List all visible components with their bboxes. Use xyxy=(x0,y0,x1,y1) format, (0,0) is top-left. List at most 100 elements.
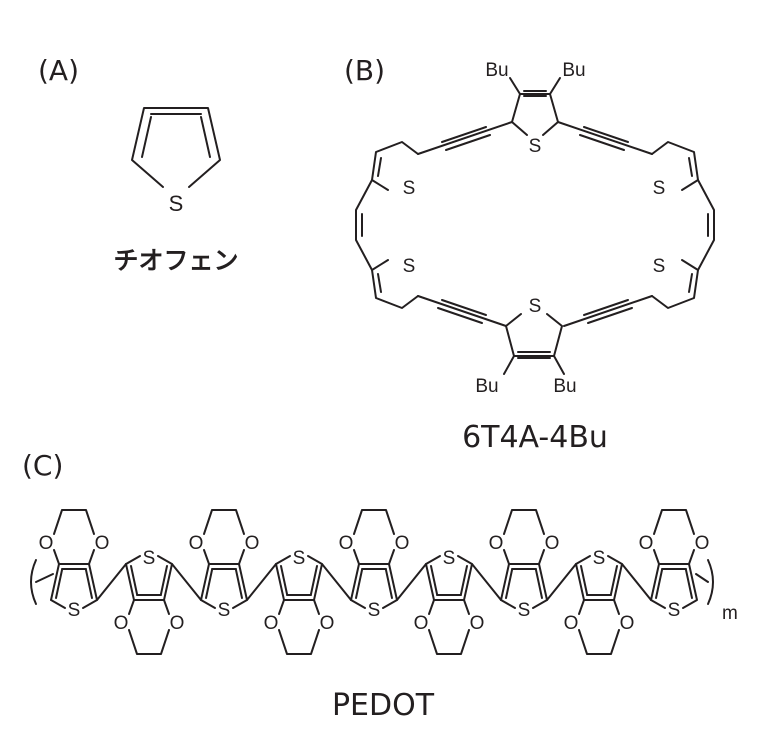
chemical-bond xyxy=(55,569,63,599)
oxygen-atom: O xyxy=(695,533,710,554)
butyl-label: Bu xyxy=(562,60,585,81)
chemical-bond xyxy=(613,599,620,615)
sulfur-atom: S xyxy=(368,600,381,621)
chemical-bond xyxy=(650,563,660,601)
chemical-bond xyxy=(53,549,60,565)
chemical-bond xyxy=(130,565,138,595)
panel-a-label: (A) xyxy=(38,54,79,87)
chemical-bond xyxy=(275,563,285,601)
chemical-bond xyxy=(96,563,127,601)
oxygen-atom: O xyxy=(170,613,185,634)
chemical-bond xyxy=(428,599,435,615)
chemical-bond xyxy=(355,569,363,599)
chemical-bond xyxy=(200,563,210,601)
chemical-bond xyxy=(578,599,585,615)
oxygen-atom: O xyxy=(620,613,635,634)
butyl-label: Bu xyxy=(553,376,576,397)
chemical-bond xyxy=(430,565,438,595)
oxygen-atom: O xyxy=(564,613,579,634)
sulfur-atom: S xyxy=(529,136,542,157)
sulfur-atom: S xyxy=(653,178,666,199)
repeat-index: m xyxy=(722,603,738,624)
sulfur-atom: S xyxy=(403,256,416,277)
chemical-bond xyxy=(503,549,510,565)
chemical-bond xyxy=(655,569,663,599)
chemical-bond xyxy=(310,565,318,595)
oxygen-atom: O xyxy=(320,613,335,634)
chemical-bond xyxy=(578,629,620,655)
oxygen-atom: O xyxy=(395,533,410,554)
sulfur-atom: S xyxy=(518,600,531,621)
chemical-bond xyxy=(128,599,135,615)
chemical-bond xyxy=(278,599,285,615)
chemical-bond xyxy=(85,569,93,599)
sulfur-atom: S xyxy=(218,600,231,621)
chemical-bond xyxy=(163,599,170,615)
chemical-bond xyxy=(460,565,468,595)
chemical-bond xyxy=(396,563,427,601)
sulfur-atom: S xyxy=(593,548,606,569)
chemical-bond xyxy=(203,509,245,535)
sulfur-atom: S xyxy=(653,256,666,277)
oxygen-atom: O xyxy=(114,613,129,634)
chemical-bond xyxy=(428,629,470,655)
chemical-bond xyxy=(350,563,360,601)
panel-a: (A) S チオフェン xyxy=(38,54,239,275)
oxygen-atom: O xyxy=(39,533,54,554)
chemical-bond xyxy=(353,549,360,565)
chemical-bond xyxy=(385,569,393,599)
chemical-bond xyxy=(278,629,320,655)
chemical-bond xyxy=(88,549,95,565)
sulfur-atom: S xyxy=(668,600,681,621)
chemical-bond xyxy=(238,549,245,565)
chemical-bond xyxy=(685,569,693,599)
chemical-bond xyxy=(50,563,60,601)
chemical-bond xyxy=(546,563,577,601)
chemical-bond xyxy=(246,563,277,601)
macrocycle-name: 6T4A-4Bu xyxy=(462,420,608,455)
polymer-name: PEDOT xyxy=(332,688,435,723)
chemical-bond xyxy=(321,563,352,601)
chemical-bond xyxy=(125,563,135,601)
oxygen-atom: O xyxy=(489,533,504,554)
chemical-bond xyxy=(688,549,695,565)
chemical-bond xyxy=(160,565,168,595)
chemical-bond xyxy=(280,565,288,595)
chemical-bond xyxy=(500,563,510,601)
chemical-bond xyxy=(235,569,243,599)
sulfur-atom: S xyxy=(293,548,306,569)
sulfur-atom: S xyxy=(68,600,81,621)
oxygen-atom: O xyxy=(639,533,654,554)
sulfur-atom: S xyxy=(169,191,184,216)
chemical-bond xyxy=(425,563,435,601)
chemical-bond xyxy=(621,563,652,601)
chemical-bond xyxy=(463,599,470,615)
panel-c-label: (C) xyxy=(22,449,63,482)
chemical-bond xyxy=(538,549,545,565)
butyl-label: Bu xyxy=(485,60,508,81)
chemical-bond xyxy=(128,629,170,655)
chemical-bond xyxy=(610,565,618,595)
chemical-bond xyxy=(171,563,202,601)
thiophene-name: チオフェン xyxy=(113,246,238,275)
sulfur-atom: S xyxy=(443,548,456,569)
chemical-bond xyxy=(505,569,513,599)
sulfur-atom: S xyxy=(143,548,156,569)
chemical-bond xyxy=(388,549,395,565)
chemical-bond xyxy=(313,599,320,615)
sulfur-atom: S xyxy=(529,296,542,317)
macrocycle-structure: Bu Bu S S S S xyxy=(355,60,715,397)
butyl-label: Bu xyxy=(475,376,498,397)
oxygen-atom: O xyxy=(264,613,279,634)
chemical-bond xyxy=(580,565,588,595)
chemical-bond xyxy=(653,509,695,535)
chemical-bond xyxy=(203,549,210,565)
oxygen-atom: O xyxy=(339,533,354,554)
oxygen-atom: O xyxy=(95,533,110,554)
oxygen-atom: O xyxy=(189,533,204,554)
chemical-bond xyxy=(503,509,545,535)
chemical-bond xyxy=(575,563,585,601)
chemical-bond xyxy=(653,549,660,565)
